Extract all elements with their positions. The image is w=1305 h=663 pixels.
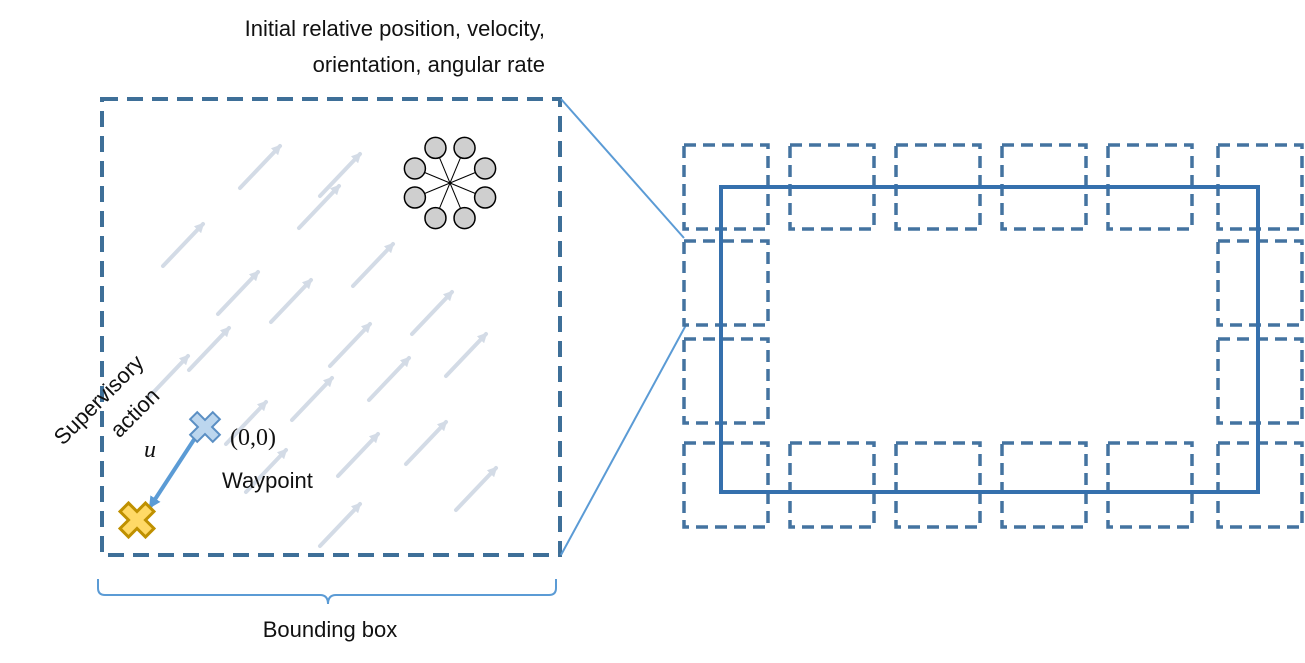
flow-arrow — [290, 376, 334, 422]
flow-arrow — [336, 432, 380, 478]
drone-rotor — [473, 186, 497, 209]
flow-arrow — [216, 270, 260, 316]
bounding-box-bracket — [97, 579, 557, 605]
flow-arrow — [410, 290, 454, 336]
grid-cell — [788, 441, 876, 529]
origin-label: (0,0) — [230, 425, 276, 451]
flow-arrow — [351, 242, 395, 288]
grid-cell — [1000, 441, 1088, 529]
tiled-bounding-boxes — [682, 143, 1304, 529]
flow-arrow — [297, 184, 341, 230]
flow-arrow — [244, 448, 288, 494]
grid-cell — [894, 441, 982, 529]
drone-rotor — [424, 206, 447, 230]
flow-arrow — [224, 400, 268, 446]
flow-arrow — [328, 322, 372, 368]
supervisory-action-arrow — [148, 433, 199, 509]
drone-rotor — [424, 136, 447, 160]
drone-rotor — [453, 206, 476, 230]
action-symbol-u: u — [144, 437, 156, 463]
flow-arrow — [161, 222, 205, 268]
bounding-box-region — [100, 97, 562, 557]
drone-rotor — [453, 136, 476, 160]
waypoint-label: Waypoint — [222, 468, 313, 493]
bounding-box-label: Bounding box — [263, 617, 398, 642]
flow-arrow — [318, 502, 362, 548]
drone-rotor — [473, 157, 497, 180]
flow-arrow — [269, 278, 313, 324]
drone-rotor — [403, 157, 427, 180]
target-cross-icon — [117, 500, 157, 540]
operating-region — [719, 185, 1260, 494]
flow-arrow — [238, 144, 282, 190]
flow-arrow — [404, 420, 448, 466]
initial-state-label-line2: orientation, angular rate — [313, 52, 545, 77]
zoom-connector-top — [560, 98, 685, 239]
flow-arrow — [187, 326, 231, 372]
flow-arrow — [454, 466, 498, 512]
zoom-connector-bottom — [560, 324, 687, 556]
flow-field — [146, 144, 498, 548]
drone-rotor — [403, 186, 427, 209]
grid-cell — [682, 239, 770, 327]
flow-arrow — [367, 356, 411, 402]
flow-arrow — [318, 152, 362, 198]
grid-cell — [1106, 441, 1194, 529]
octocopter-icon — [403, 136, 497, 230]
initial-state-label-line1: Initial relative position, velocity, — [245, 16, 545, 41]
flow-arrow — [146, 354, 190, 400]
flow-arrow — [444, 332, 488, 378]
grid-cell — [682, 337, 770, 425]
grid-cell — [682, 441, 770, 529]
waypoint-cross-icon — [188, 410, 222, 444]
